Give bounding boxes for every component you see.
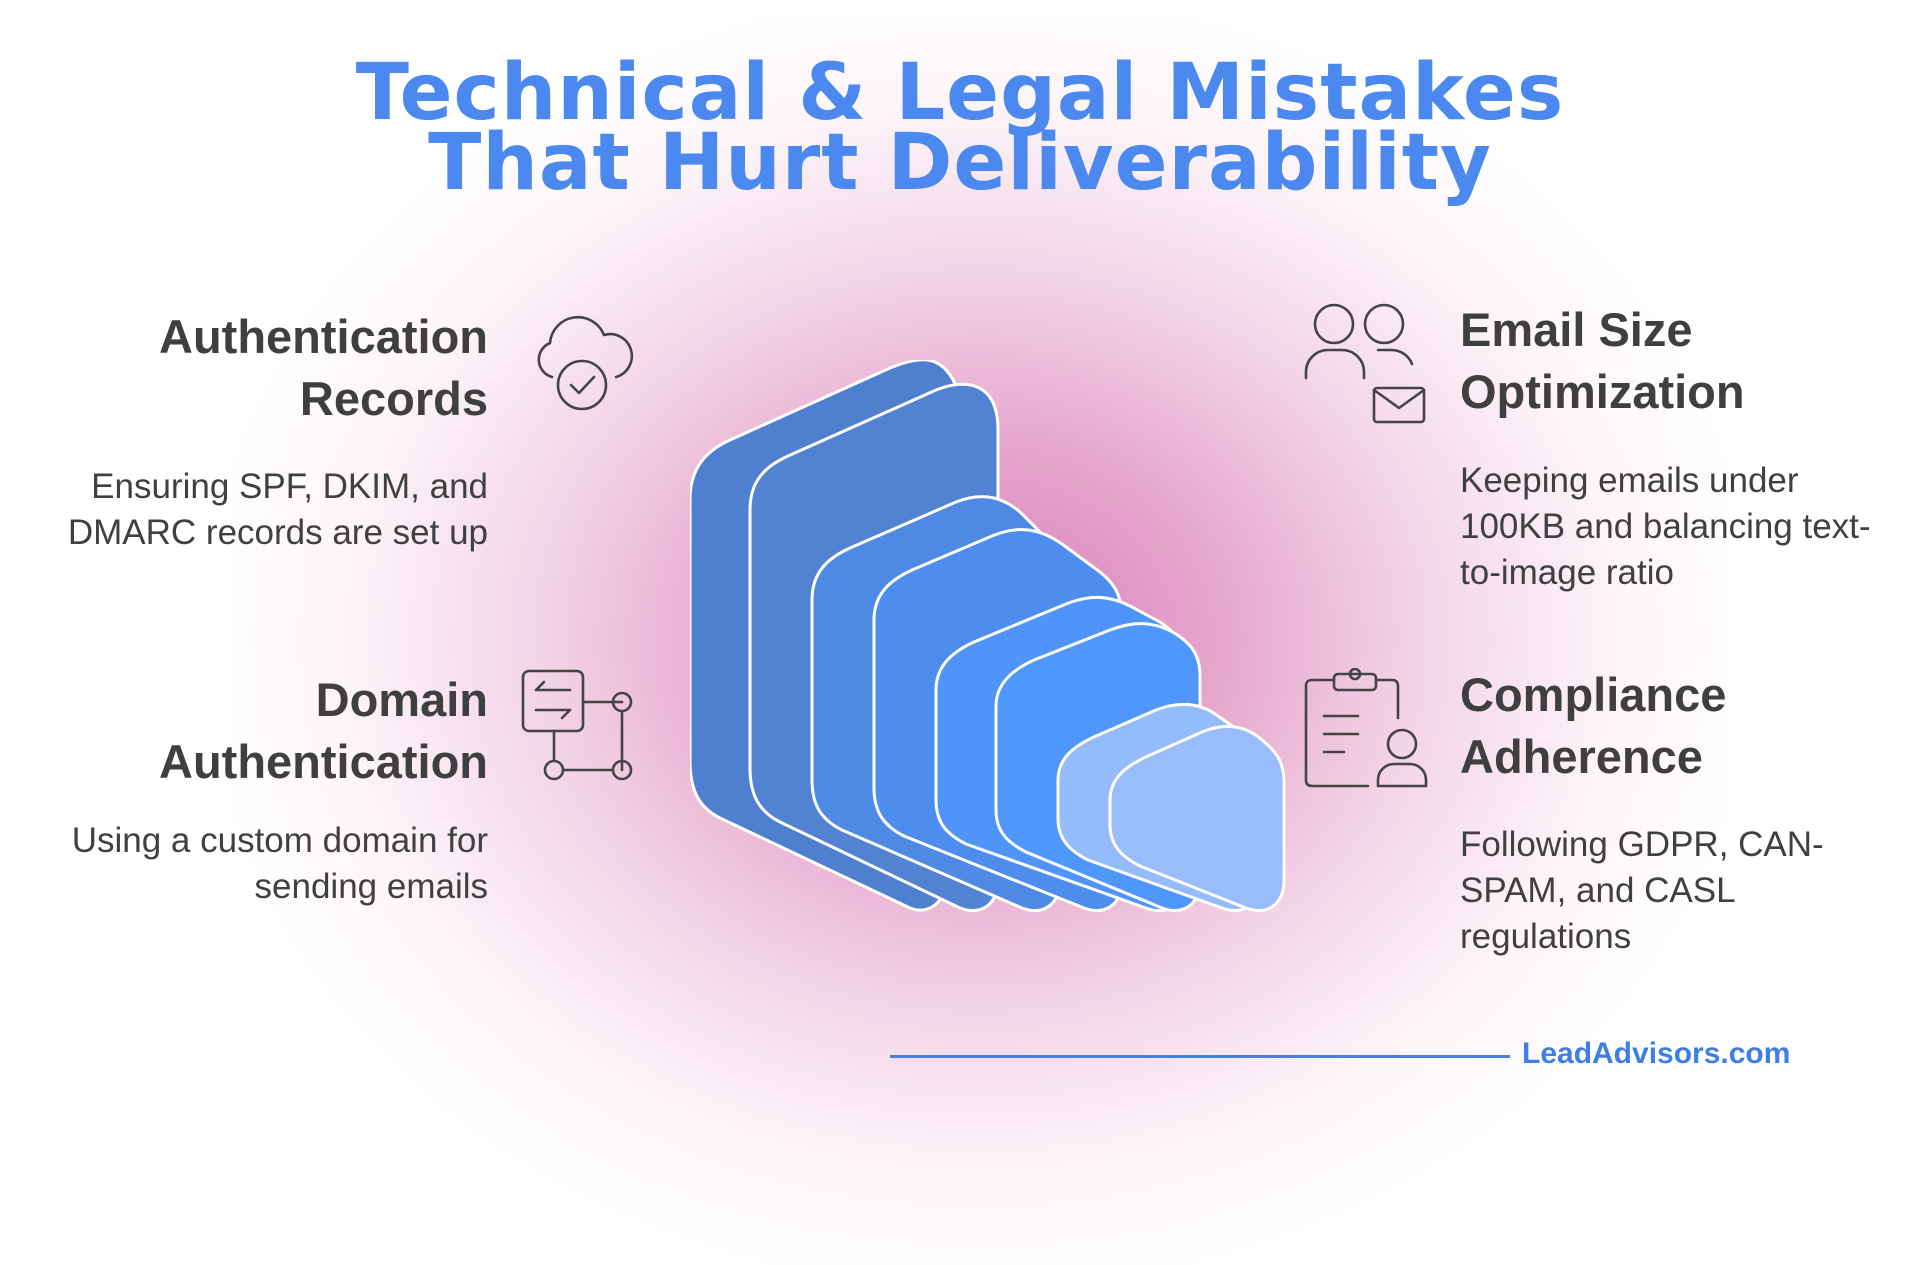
item-heading-line: Email Size: [1460, 303, 1693, 356]
domain-connection-icon: [521, 669, 633, 781]
layered-stack-graphic: [690, 360, 1286, 912]
item-description-compliance-adherence: Following GDPR, CAN-SPAM, and CASL regul…: [1460, 825, 1824, 956]
item-heading-line: Authentication: [159, 735, 488, 788]
stack-layer-8: [1108, 725, 1286, 912]
item-heading-line: Adherence: [1460, 730, 1703, 783]
title-line-1: Technical & Legal Mistakes: [355, 48, 1565, 138]
footer-divider: [890, 1055, 1510, 1058]
item-heading-line: Records: [299, 372, 488, 425]
item-heading-authentication-records: Authentication Records: [28, 306, 488, 430]
item-heading-line: Compliance: [1460, 668, 1727, 721]
item-heading-line: Optimization: [1460, 365, 1745, 418]
clipboard-user-icon: [1304, 668, 1428, 788]
item-description-domain-authentication: Using a custom domain for sending emails: [71, 821, 488, 906]
item-heading-email-size-optimization: Email Size Optimization: [1460, 299, 1880, 423]
item-heading-domain-authentication: Domain Authentication: [28, 669, 488, 793]
item-heading-line: Authentication: [159, 310, 488, 363]
cloud-check-icon: [537, 315, 634, 411]
item-description-email-size-optimization: Keeping emails under 100KB and balancing…: [1460, 461, 1871, 592]
page-title: Technical & Legal Mistakes That Hurt Del…: [0, 48, 1920, 208]
title-line-2: That Hurt Deliverability: [428, 118, 1492, 208]
users-mail-icon: [1304, 303, 1426, 424]
item-description-authentication-records: Ensuring SPF, DKIM, and DMARC records ar…: [67, 467, 488, 552]
item-heading-line: Domain: [315, 673, 488, 726]
brand-footer: LeadAdvisors.com: [1522, 1037, 1791, 1070]
item-heading-compliance-adherence: Compliance Adherence: [1460, 664, 1880, 788]
